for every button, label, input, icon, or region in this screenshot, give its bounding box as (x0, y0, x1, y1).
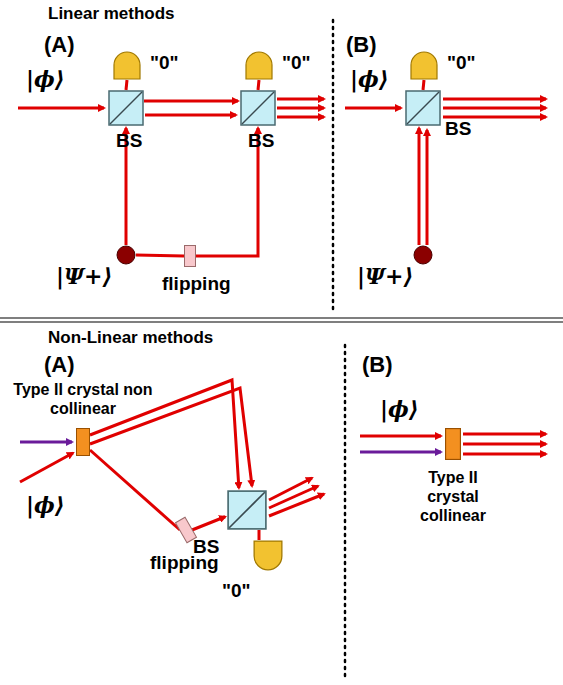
part-label: "0" (222, 580, 251, 602)
beam-splitter-shape (108, 90, 144, 126)
panel-letter: (A) (44, 352, 75, 378)
panel-letter: (B) (346, 32, 377, 58)
part-label: "0" (150, 52, 179, 74)
part-label: BS (445, 118, 471, 140)
beam (192, 517, 225, 530)
part-label: BS (116, 130, 142, 152)
part-label: "0" (447, 52, 476, 74)
part-label: BS (193, 536, 219, 558)
panel-letter: (A) (44, 32, 75, 58)
beam-splitter-shape (240, 90, 276, 126)
crystal-shape (445, 428, 461, 460)
beam (418, 128, 421, 245)
state-label: |ϕ⟩ (350, 66, 389, 92)
photon-source: |Ψ+⟩ (116, 245, 136, 265)
crystal-label: Type II crystal non collinear (8, 380, 158, 418)
detector: "0" (252, 540, 284, 572)
state-label: |ϕ⟩ (26, 492, 65, 518)
detector: "0" (112, 50, 142, 80)
detector-shape (252, 540, 284, 572)
double-divider (0, 318, 563, 322)
flipping-plate: flipping (180, 518, 192, 542)
crystal: Type II crystal non collinear (76, 428, 90, 456)
beam (90, 450, 180, 530)
crystal-label: Type II crystal collinear (403, 468, 503, 525)
detector-shape (244, 50, 274, 80)
beam (136, 255, 184, 256)
state-label: |ϕ⟩ (26, 66, 65, 92)
beam-splitter: BS (227, 490, 267, 530)
section-heading: Non-Linear methods (48, 328, 213, 348)
part-label: flipping (162, 273, 231, 295)
detector: "0" (244, 50, 274, 80)
state-label: |ϕ⟩ (380, 396, 419, 422)
beam-splitter: BS (405, 90, 441, 126)
part-label: BS (248, 130, 274, 152)
flipping-plate: flipping (184, 245, 196, 267)
detector-shape (409, 50, 439, 80)
flipping-plate-shape (184, 245, 196, 267)
crystal: Type II crystal collinear (445, 428, 461, 460)
detector: "0" (409, 50, 439, 80)
crystal-shape (76, 428, 90, 456)
photon-source-shape (413, 245, 433, 265)
section-heading: Linear methods (48, 4, 175, 24)
photon-source-shape (116, 245, 136, 265)
panel-letter: (B) (362, 352, 393, 378)
beam (423, 80, 424, 90)
beam-splitter-shape (405, 90, 441, 126)
state-label: |Ψ+⟩ (357, 263, 414, 289)
beam-splitter: BS (108, 90, 144, 126)
beam (144, 100, 238, 103)
beam-splitter-shape (227, 490, 267, 530)
beam-splitter: BS (240, 90, 276, 126)
state-label: |Ψ+⟩ (56, 263, 113, 289)
part-label: "0" (282, 52, 311, 74)
photon-source: |Ψ+⟩ (413, 245, 433, 265)
detector-shape (112, 50, 142, 80)
beam (258, 530, 261, 540)
beam (258, 80, 259, 90)
dotted-divider (333, 20, 345, 680)
beams (18, 99, 546, 516)
beam (126, 80, 127, 90)
